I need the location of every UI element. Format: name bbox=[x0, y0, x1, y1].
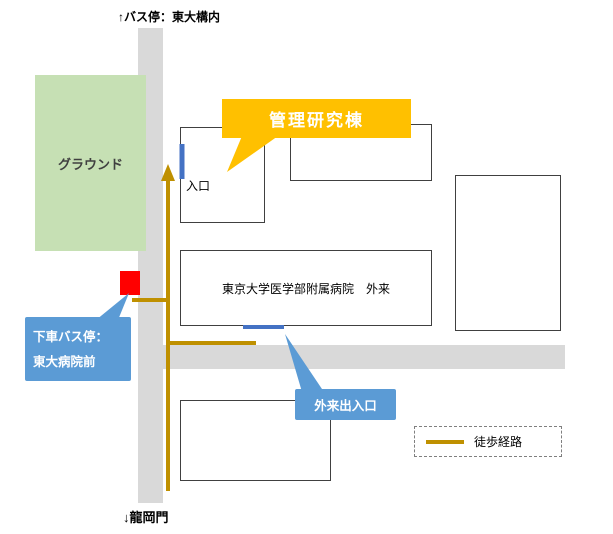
road-horizontal bbox=[163, 345, 565, 369]
gate-direction-label: ↓龍岡門 bbox=[123, 510, 169, 525]
route-line-sample-icon bbox=[426, 439, 464, 444]
busstop-callout-tail bbox=[96, 293, 129, 320]
entrance-label: 入口 bbox=[186, 179, 211, 193]
ground-area: グラウンド bbox=[35, 75, 146, 251]
admin-callout-tail bbox=[227, 136, 278, 172]
legend-label: 徒歩経路 bbox=[474, 435, 523, 449]
hospital-label: 東京大学医学部附属病院 外来 bbox=[221, 281, 390, 296]
legend-walking-route: 徒歩経路 bbox=[414, 426, 562, 457]
bus-stop-marker bbox=[120, 271, 140, 295]
admin-building-label: 管理研究棟 bbox=[269, 111, 364, 130]
building-hospital-outpatient: 東京大学医学部附属病院 外来 bbox=[180, 250, 432, 326]
route-arrow-up-icon bbox=[161, 164, 175, 181]
callout-admin-building: 管理研究棟 bbox=[222, 99, 411, 138]
ground-label: グラウンド bbox=[57, 156, 123, 172]
outpatient-entrance-label: 外来出入口 bbox=[314, 399, 377, 413]
callout-bus-stop: 下車バス停： 東大病院前 bbox=[25, 317, 131, 381]
bus-stop-direction-label: ↑バス停：東大構内 bbox=[118, 10, 221, 24]
bus-stop-label-line1: 下車バス停： bbox=[33, 330, 109, 344]
callout-outpatient-entrance: 外来出入口 bbox=[295, 389, 396, 420]
bus-stop-label-line2: 東大病院前 bbox=[33, 355, 96, 369]
outpatient-callout-tail bbox=[285, 334, 324, 392]
building-bottom bbox=[180, 400, 331, 481]
building-right bbox=[455, 175, 561, 331]
